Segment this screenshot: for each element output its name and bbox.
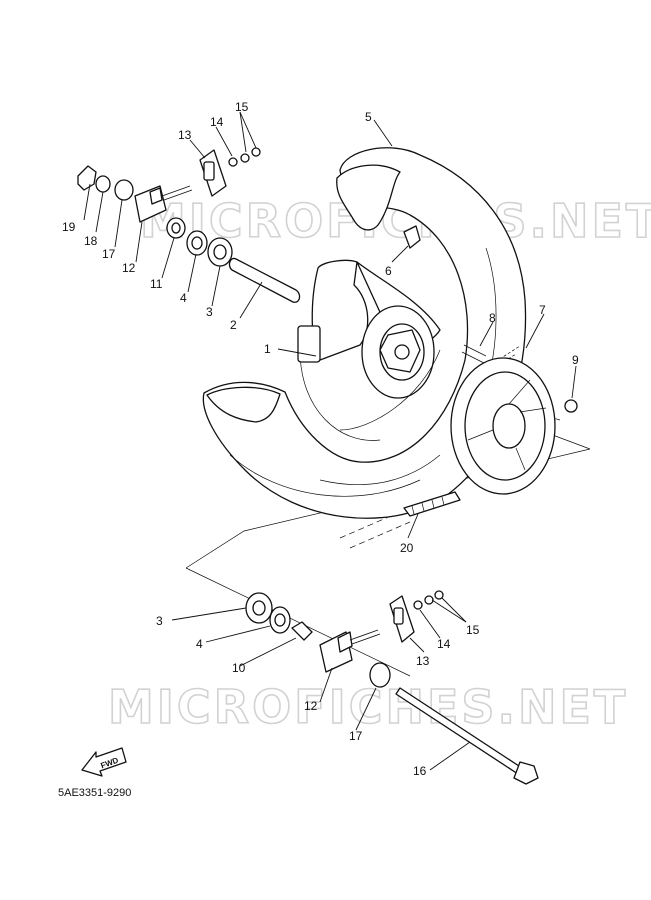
- callout-1: 1: [264, 342, 271, 356]
- callout-5: 5: [365, 110, 372, 124]
- callout-15-bottom: 15: [466, 623, 480, 637]
- callout-17-top: 17: [102, 247, 116, 261]
- callout-4-top: 4: [180, 291, 187, 305]
- chain-adjuster-top: [77, 165, 193, 223]
- callout-3-top: 3: [206, 305, 213, 319]
- callout-9: 9: [572, 353, 579, 367]
- bearing-bottom: [245, 592, 313, 641]
- bearing-top: [166, 217, 233, 267]
- callout-10: 10: [232, 661, 246, 675]
- collar: [228, 257, 301, 303]
- sprocket: [450, 344, 578, 495]
- drawing-code: 5AE3351-9290: [58, 787, 132, 799]
- callout-20: 20: [400, 541, 414, 555]
- puller-bottom: [389, 590, 444, 643]
- callout-13-bottom: 13: [416, 654, 430, 668]
- forward-arrow-icon: FWD: [81, 747, 127, 777]
- callout-11: 11: [150, 277, 163, 291]
- wheel-hub: [297, 259, 441, 431]
- rear-wheel-tire: [202, 147, 527, 519]
- leader-lines: [83, 111, 577, 771]
- valve: [391, 225, 421, 263]
- callouts: 15 14 13 5 19 18 17 12 11 4 3 2 1 6 8 7 …: [62, 100, 579, 778]
- callout-7: 7: [539, 303, 546, 317]
- callout-6: 6: [385, 264, 392, 278]
- callout-18: 18: [84, 234, 98, 248]
- callout-15-top: 15: [235, 100, 249, 114]
- callout-13-top: 13: [178, 128, 192, 142]
- callout-2: 2: [230, 318, 237, 332]
- callout-3-bottom: 3: [156, 614, 163, 628]
- drive-chain: [403, 491, 461, 517]
- chain-adjuster-bottom: [319, 629, 391, 688]
- callout-16: 16: [413, 764, 427, 778]
- watermark-bottom: MICROFICHES.NET: [108, 680, 628, 734]
- rear-axle: [395, 687, 539, 785]
- callout-17-bottom: 17: [349, 729, 363, 743]
- callout-19: 19: [62, 220, 76, 234]
- callout-14-bottom: 14: [437, 637, 451, 651]
- callout-8: 8: [489, 311, 496, 325]
- callout-14-top: 14: [210, 115, 224, 129]
- callout-12-top: 12: [122, 261, 136, 275]
- callout-4-bottom: 4: [196, 637, 203, 651]
- puller-top: [199, 147, 261, 197]
- callout-12-bottom: 12: [304, 699, 318, 713]
